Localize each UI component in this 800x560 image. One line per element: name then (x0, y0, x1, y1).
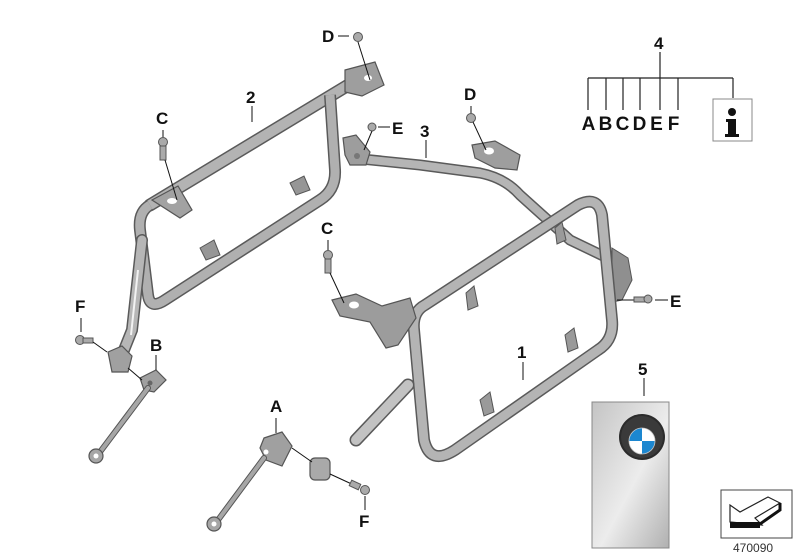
part-label-2: 2 (246, 88, 256, 107)
legend-letter-c: C (615, 114, 630, 135)
bracket-b[interactable] (88, 369, 167, 464)
part-2-left-frame[interactable] (107, 61, 385, 373)
part-label-1: 1 (517, 343, 527, 362)
legend-letter-d: D (632, 114, 647, 135)
info-icon (712, 98, 753, 142)
part-3-cross-brace[interactable] (342, 134, 633, 303)
part-label-5: 5 (638, 360, 648, 379)
callout-d-right: D (464, 85, 477, 104)
callout-c-left: C (156, 109, 169, 128)
legend-letter-a: A (581, 114, 596, 135)
callout-d-top: D (322, 27, 335, 46)
callout-b: B (150, 336, 163, 355)
legend-tree (587, 52, 734, 110)
callout-a: A (270, 397, 283, 416)
part-1-right-frame[interactable] (331, 195, 619, 463)
diagram-id-number: 470090 (733, 541, 774, 555)
callout-f-bottom: F (359, 512, 370, 531)
bmw-logo-icon (619, 414, 665, 460)
legend-letter-f: F (667, 114, 680, 135)
bracket-a[interactable] (206, 431, 331, 532)
installation-manual[interactable] (591, 401, 670, 549)
callout-f-left: F (75, 297, 86, 316)
legend-letter-b: B (598, 114, 613, 135)
arrow-nav-icon[interactable] (720, 489, 793, 539)
part-label-3: 3 (420, 122, 430, 141)
legend-letter-e: E (650, 114, 663, 135)
callout-e-top: E (392, 119, 404, 138)
part-label-4: 4 (654, 34, 664, 53)
callout-c-center: C (321, 219, 334, 238)
callout-e-right: E (670, 292, 682, 311)
bolts (75, 32, 668, 510)
